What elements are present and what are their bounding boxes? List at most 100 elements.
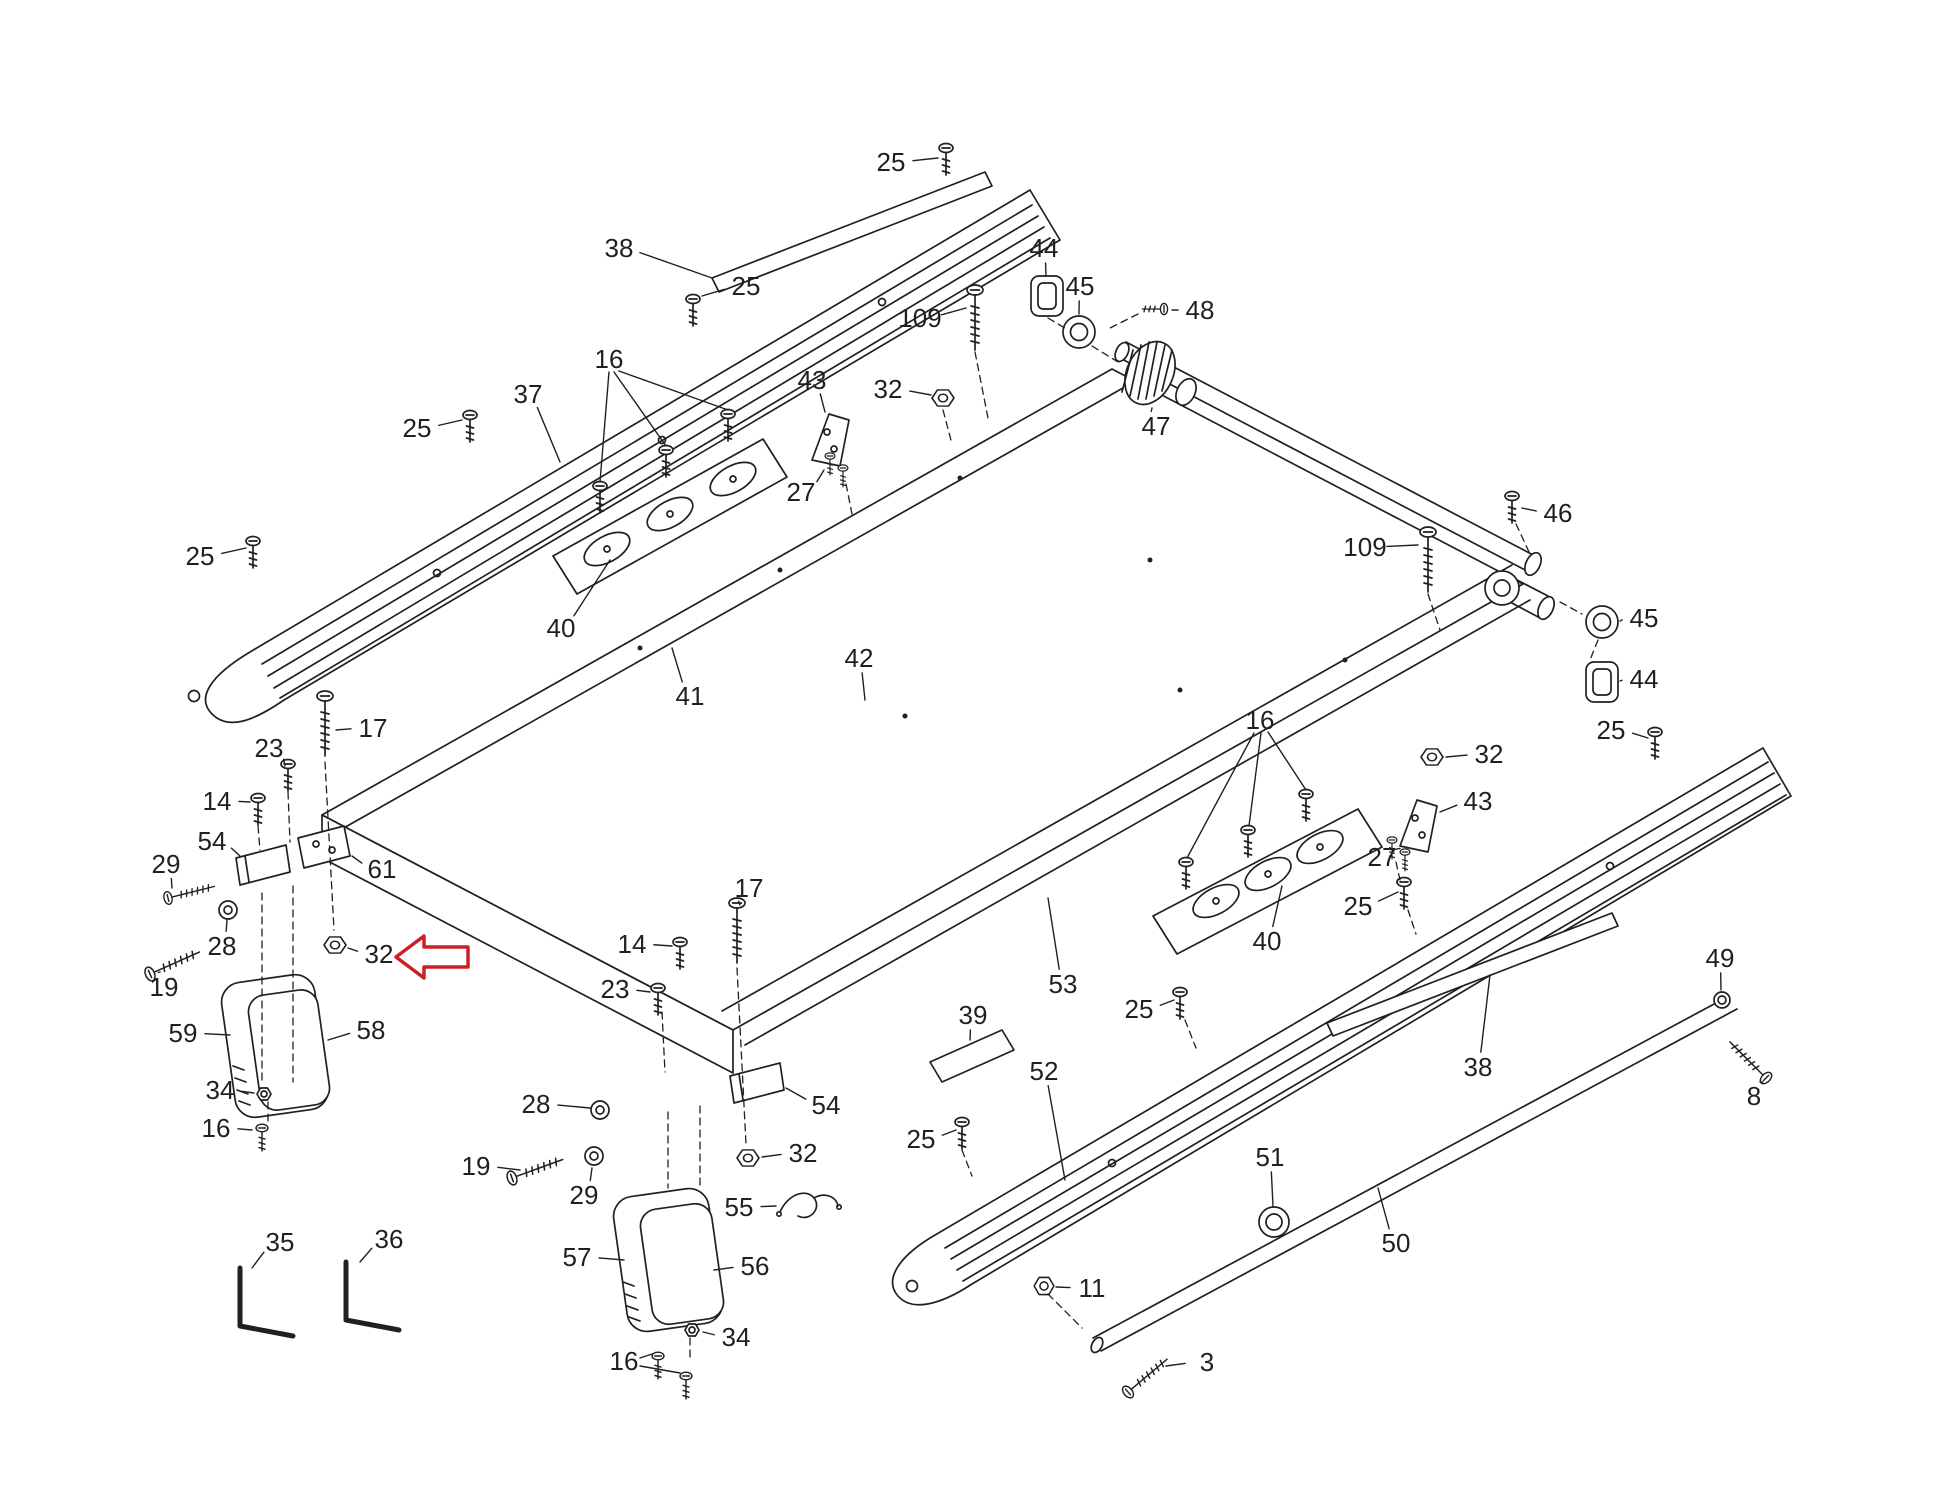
collar — [1258, 1206, 1290, 1238]
leader-line — [238, 800, 251, 803]
leader-line — [713, 1266, 734, 1271]
part-label: 25 — [1344, 891, 1373, 921]
part-label: 38 — [605, 233, 634, 263]
part-label: 49 — [1706, 943, 1735, 973]
leader-line — [760, 1205, 777, 1208]
part-label: 32 — [789, 1138, 818, 1168]
part-label: 28 — [208, 931, 237, 961]
part-label: 43 — [798, 365, 827, 395]
part-label: 52 — [1030, 1056, 1059, 1086]
part-label: 48 — [1186, 295, 1215, 325]
part-label: 58 — [357, 1015, 386, 1045]
leader-line — [237, 1128, 253, 1131]
part-label: 3 — [1200, 1347, 1214, 1377]
leader-line — [437, 419, 463, 427]
leader-line — [636, 989, 651, 993]
leader-line — [761, 1153, 782, 1158]
part-label: 29 — [152, 849, 181, 879]
leader-line — [1047, 897, 1060, 970]
leader-line — [639, 251, 713, 279]
part-label: 47 — [1142, 411, 1171, 441]
leader-line — [557, 1104, 591, 1109]
leader-line — [157, 971, 161, 974]
dashed-guides — [257, 313, 1599, 1363]
leader-line — [912, 157, 939, 162]
part-label: 16 — [610, 1346, 639, 1376]
allen-wrenches — [237, 1259, 402, 1339]
leader-line — [204, 1032, 231, 1036]
part-label: 51 — [1256, 1142, 1285, 1172]
part-label: 32 — [874, 374, 903, 404]
part-label: 40 — [1253, 926, 1282, 956]
part-label: 59 — [169, 1018, 198, 1048]
leader-line — [819, 393, 826, 413]
part-label: 17 — [735, 873, 764, 903]
part-label: 11 — [1079, 1273, 1106, 1303]
part-label: 25 — [403, 413, 432, 443]
leader-line — [738, 900, 741, 906]
part-label: 32 — [365, 939, 394, 969]
part-label: 54 — [198, 826, 227, 856]
part-label: 34 — [206, 1075, 235, 1105]
motor-pulley — [1121, 340, 1197, 407]
leader-line — [1165, 1362, 1186, 1367]
leader-line — [941, 1129, 957, 1136]
leader-line — [1386, 544, 1419, 548]
part-label: 54 — [812, 1090, 841, 1120]
part-label: 44 — [1630, 664, 1659, 694]
foot-assembly-mid — [612, 1062, 843, 1333]
part-label: 39 — [959, 1000, 988, 1030]
part-label: 34 — [722, 1322, 751, 1352]
leader-line — [1377, 1187, 1390, 1230]
leader-line — [861, 672, 866, 701]
stabilizer-tube — [1090, 991, 1738, 1354]
part-label: 37 — [514, 379, 543, 409]
leader-line — [1150, 407, 1153, 413]
part-label: 56 — [741, 1251, 770, 1281]
cushion-bracket-top — [552, 438, 788, 595]
rear-roller-end — [1484, 570, 1555, 621]
leader-line — [1631, 732, 1649, 739]
part-label: 27 — [787, 477, 816, 507]
leader-line — [1619, 679, 1623, 682]
highlight-arrow-icon — [394, 934, 470, 980]
leader-line — [536, 406, 561, 463]
leader-line — [220, 547, 247, 555]
leader-line — [1619, 619, 1623, 622]
part-label: 41 — [676, 681, 705, 711]
leader-line — [347, 947, 359, 952]
part-label: 19 — [462, 1151, 491, 1181]
part-label: 43 — [1464, 786, 1493, 816]
part-label: 25 — [1597, 715, 1626, 745]
part-label: 55 — [725, 1192, 754, 1222]
decal-strip-top — [711, 171, 993, 293]
leader-line — [1272, 885, 1283, 928]
leader-line — [653, 944, 673, 947]
leader-line — [230, 847, 241, 857]
part-label: 61 — [368, 854, 397, 884]
part-label: 53 — [1049, 969, 1078, 999]
part-label: 45 — [1066, 271, 1095, 301]
leader-line — [351, 855, 363, 864]
leader-line — [573, 559, 611, 617]
part-label: 42 — [845, 643, 874, 673]
leader-line — [241, 1090, 255, 1094]
part-label: 25 — [877, 147, 906, 177]
leader-line — [1159, 999, 1175, 1006]
leader-line — [785, 1087, 807, 1100]
part-label: 19 — [150, 972, 179, 1002]
part-label: 16 — [202, 1113, 231, 1143]
leader-line — [1521, 507, 1537, 512]
mount-bracket-right — [1399, 799, 1438, 853]
part-label: 28 — [522, 1089, 551, 1119]
leader-line — [1439, 804, 1458, 813]
part-label: 44 — [1030, 233, 1059, 263]
clip-wire — [775, 1192, 843, 1219]
leader-line — [671, 647, 683, 683]
leader-line — [598, 1257, 625, 1261]
leader-line — [225, 919, 228, 932]
part-label: 17 — [359, 713, 388, 743]
part-label: 8 — [1747, 1081, 1761, 1111]
